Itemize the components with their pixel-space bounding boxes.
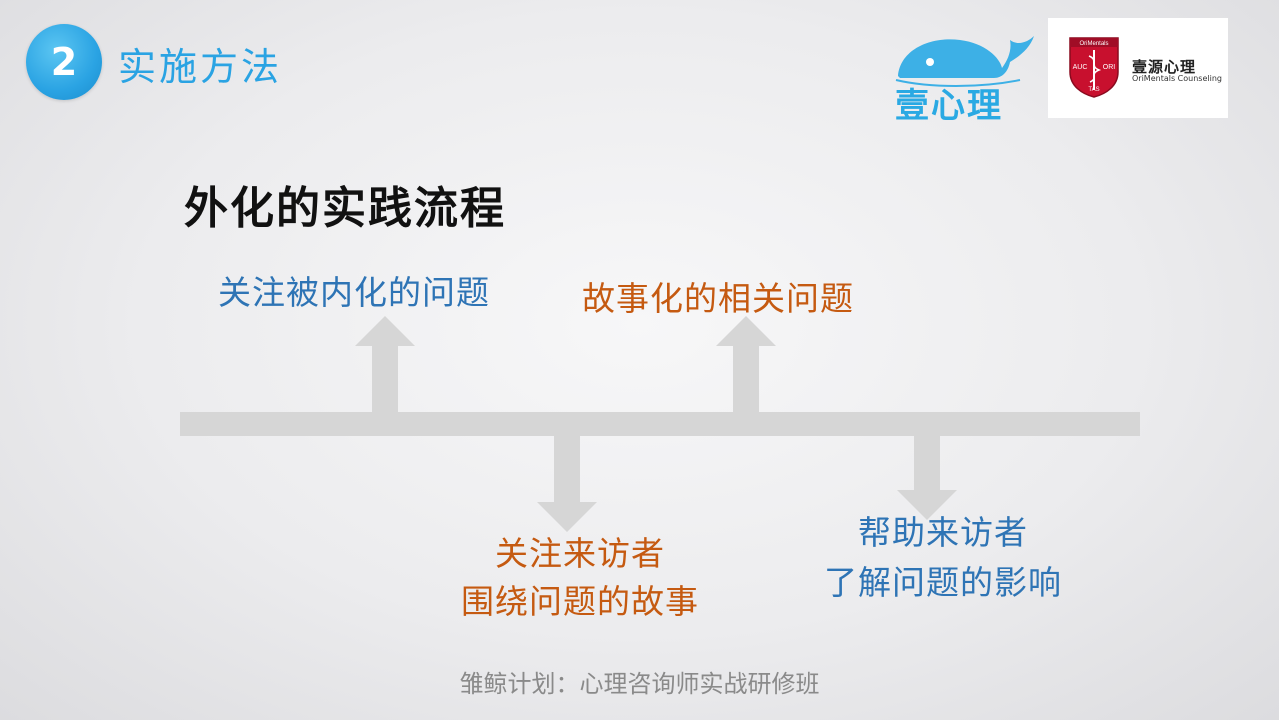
timeline-bar (180, 412, 1140, 436)
down-arrow-1-shaft (554, 434, 580, 506)
whale-logo-text: 壹心理 (895, 86, 1003, 126)
down-arrow-1-head (537, 502, 597, 532)
shield-logo-icon: OriMentals AUC ORI TAS (1069, 37, 1119, 98)
shield-left-text: AUC (1073, 64, 1088, 71)
step-label-problem-impact-line2: 了解问题的影响 (824, 563, 1062, 602)
section-number-badge: 2 (26, 24, 102, 100)
brand-subtitle: OriMentals Counseling (1132, 74, 1222, 83)
section-title: 实施方法 (118, 45, 283, 89)
footer-text: 雏鲸计划：心理咨询师实战研修班 (459, 670, 820, 698)
up-arrow-2-shaft (733, 342, 759, 414)
step-label-problem-impact-line1: 帮助来访者 (858, 513, 1028, 552)
up-arrow-2-head (716, 316, 776, 346)
shield-bottom-text: TAS (1088, 87, 1099, 93)
shield-top-text: OriMentals (1079, 41, 1108, 47)
down-arrow-2-shaft (914, 434, 940, 494)
up-arrow-1-head (355, 316, 415, 346)
step-label-storied-problem: 故事化的相关问题 (582, 279, 854, 318)
step-label-client-story-line2: 围绕问题的故事 (461, 582, 699, 621)
step-label-client-story-line1: 关注来访者 (495, 534, 665, 573)
shield-right-text: ORI (1103, 64, 1116, 71)
page-title: 外化的实践流程 (184, 183, 506, 234)
step-label-client-story: 关注来访者 围绕问题的故事 (452, 530, 708, 626)
step-label-problem-impact: 帮助来访者 了解问题的影响 (812, 508, 1074, 608)
up-arrow-1-shaft (372, 342, 398, 414)
step-label-internalized-problem: 关注被内化的问题 (218, 273, 490, 312)
brand-name: 壹源心理 (1132, 58, 1197, 76)
down-arrow-2-head (897, 490, 957, 520)
whale-logo-icon (895, 36, 1034, 87)
